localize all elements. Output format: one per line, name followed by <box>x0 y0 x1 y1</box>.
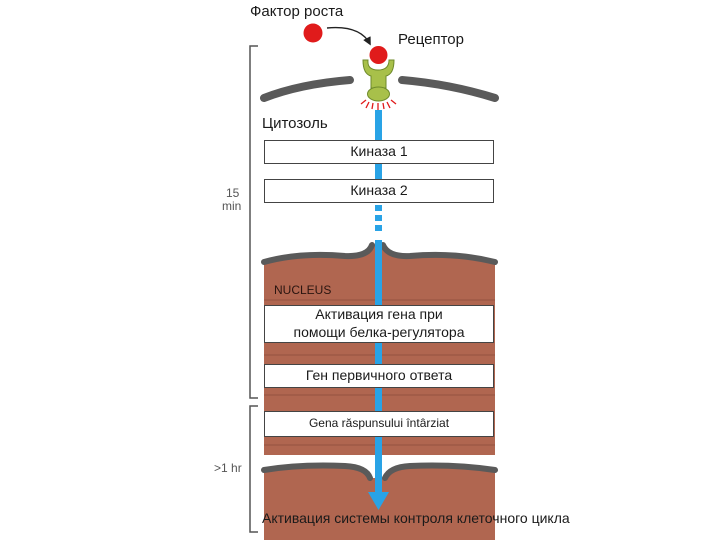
plasma-membrane <box>260 76 499 102</box>
time-15-number: 15 <box>226 186 240 200</box>
cytosol-label: Цитозоль <box>262 115 328 132</box>
activation-rays <box>360 99 397 110</box>
gene-activation-line2: помощи белка-регулятора <box>293 324 465 340</box>
signal-arrow-dashes <box>375 205 382 231</box>
primary-response-gene-box <box>264 364 494 388</box>
nuclear-envelope-upper <box>261 242 498 265</box>
bracket-15min <box>249 45 258 399</box>
signal-arrow-head <box>368 492 389 510</box>
nuclear-envelope-lower <box>261 462 498 481</box>
primary-response-gene-label: Ген первичного ответа <box>305 367 453 383</box>
growth-factor-icon <box>303 23 323 43</box>
delayed-response-gene-box <box>264 411 494 437</box>
binding-arrow <box>326 26 371 46</box>
receptor-label: Рецептор <box>398 31 464 48</box>
bound-ligand-icon <box>369 46 388 64</box>
kinase2-label: Киназа 2 <box>350 182 408 198</box>
cell-cycle-activation-label: Активация системы контроля клеточного ци… <box>262 510 570 526</box>
growth-factor-label: Фактор роста <box>250 3 344 20</box>
bracket-1hr <box>249 405 258 533</box>
nucleus-label: NUCLEUS <box>274 283 332 297</box>
kinase1-label: Киназа 1 <box>350 143 408 159</box>
gene-activation-line1: Активация гена при <box>315 306 443 322</box>
gene-activation-box <box>264 305 494 343</box>
kinase1-box <box>264 140 494 164</box>
time-1hr: >1 hr <box>214 461 242 475</box>
receptor-icon <box>362 59 395 102</box>
delayed-response-gene-label: Gena răspunsului întârziat <box>308 416 450 430</box>
time-15-unit: min <box>222 199 242 213</box>
kinase2-box <box>264 179 494 203</box>
